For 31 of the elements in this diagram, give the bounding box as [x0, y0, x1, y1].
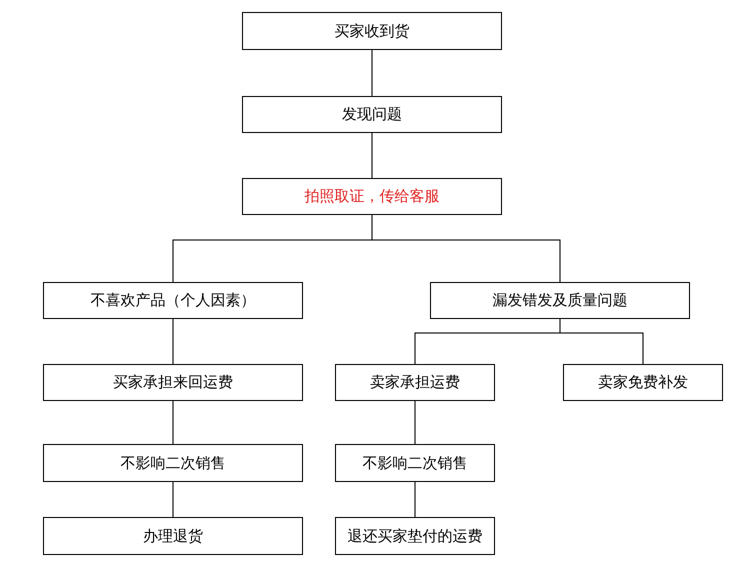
- box-label: 退还买家垫付的运费: [348, 526, 482, 546]
- process-box: [43, 282, 303, 319]
- box-label: 买家收到货: [334, 22, 410, 40]
- box-label: 买家承担来回运费: [113, 373, 233, 392]
- box-label: 不影响二次销售: [120, 454, 226, 472]
- process-box: [563, 364, 723, 401]
- connector-line: [414, 400, 416, 444]
- connector-line: [172, 482, 174, 518]
- process-box: [335, 517, 495, 555]
- process-box: [335, 444, 495, 482]
- box-label: 卖家承担运费: [370, 373, 460, 392]
- connector-line: [372, 214, 560, 282]
- box-label: 卖家免费补发: [598, 373, 688, 392]
- box-label: 不喜欢产品（个人因素）: [90, 291, 256, 310]
- box-label: 不影响二次销售: [362, 454, 468, 472]
- process-box: [335, 364, 495, 401]
- process-box: [43, 364, 303, 401]
- box-label: 办理退货: [143, 526, 203, 546]
- box-label: 拍照取证，传给客服: [304, 187, 440, 206]
- connector-line: [172, 400, 174, 444]
- process-box: [242, 12, 502, 50]
- process-box: [43, 517, 303, 555]
- connector-line: [172, 318, 174, 364]
- process-box: [430, 282, 690, 319]
- box-label: 发现问题: [342, 105, 402, 124]
- process-box: [242, 96, 502, 133]
- process-box: [242, 178, 502, 215]
- box-label: 漏发错发及质量问题: [492, 291, 628, 310]
- process-box: [43, 444, 303, 482]
- connector-line: [414, 482, 416, 518]
- connector-line: [560, 318, 644, 364]
